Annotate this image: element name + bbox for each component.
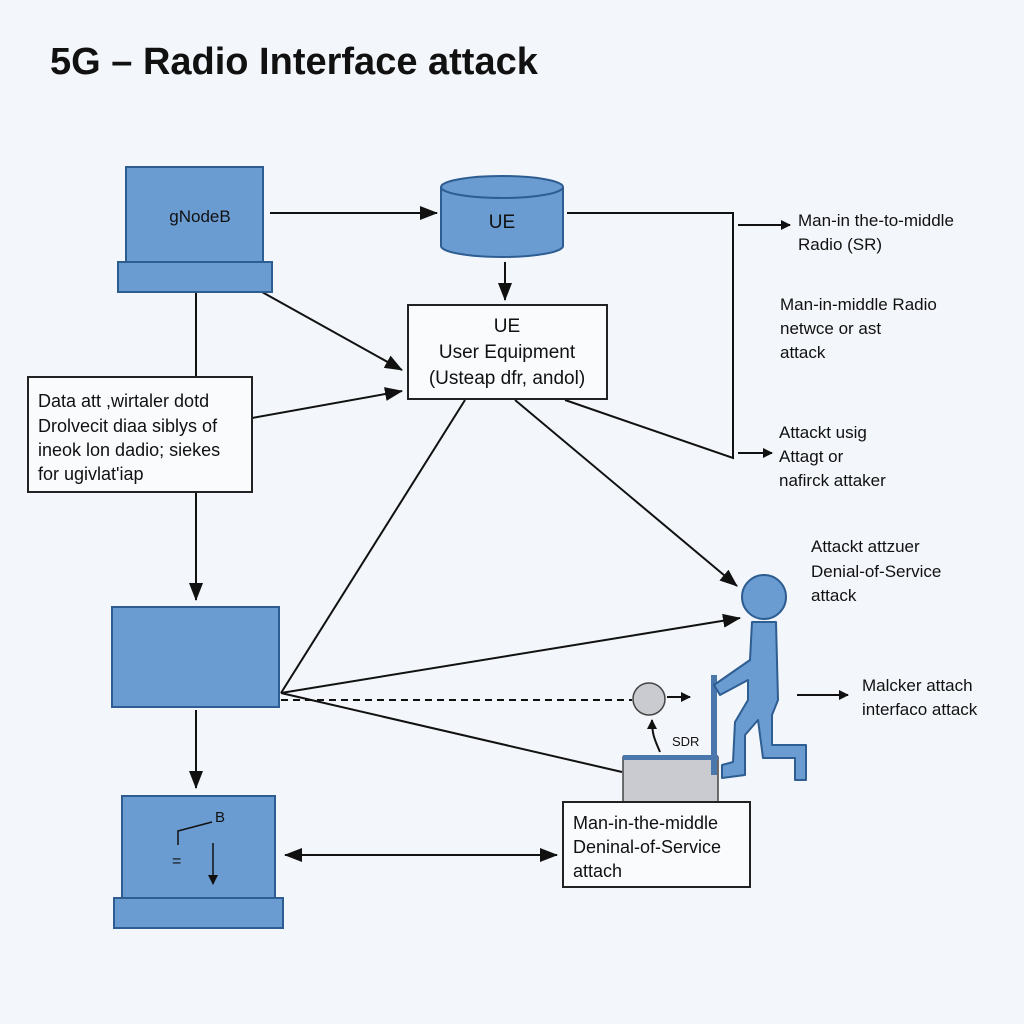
arrow-sdr-up	[647, 719, 661, 753]
annotation-line: Man-in the-to-middle	[798, 211, 954, 230]
line-ue-to-annotations	[564, 212, 734, 460]
arrow-gnodeb-to-ue-box	[261, 291, 403, 371]
arrow-ue-box-to-attacker	[514, 399, 738, 587]
arrow-node-to-attacker	[280, 613, 741, 694]
annotation-line: interfaco attack	[862, 700, 978, 719]
line-node-to-ue-box	[280, 399, 466, 694]
annotation-3: Attackt usig Attagt or nafirck attaker	[779, 423, 886, 490]
page-title: 5G – Radio Interface attack	[50, 41, 539, 83]
mitm-box-line: Deninal-of-Service	[573, 837, 721, 857]
monitor-line-icon	[177, 821, 213, 845]
data-box-line: Data att ,wirtaler dotd	[38, 391, 209, 411]
bottom-monitor-node[interactable]: B =	[113, 795, 284, 929]
annotation-line: attack	[780, 343, 826, 362]
annotation-1: Man-in the-to-middle Radio (SR)	[798, 211, 954, 254]
annotation-line: netwce or ast	[780, 319, 881, 338]
connectors	[189, 206, 849, 862]
line-node-to-sdr	[280, 692, 623, 773]
annotation-line: Attackt usig	[779, 423, 867, 442]
annotation-line: nafirck attaker	[779, 471, 886, 490]
gnodeb-node[interactable]: gNodeB	[117, 166, 273, 293]
attacker-person-icon	[711, 574, 807, 781]
ue-box-line: (Usteap dfr, andol)	[429, 368, 585, 389]
data-box-line: Drolvecit diaa siblys of	[38, 416, 218, 436]
ue-cylinder-label: UE	[489, 212, 515, 233]
annotation-4: Attackt attzuer Denial-of-Service attack	[811, 537, 941, 605]
annotation-2: Man-in-middle Radio netwce or ast attack	[780, 295, 937, 362]
ue-cylinder-node[interactable]: UE	[440, 175, 564, 258]
sdr-label: SDR	[672, 734, 699, 749]
ue-box[interactable]: UE User Equipment (Usteap dfr, andol)	[407, 304, 608, 400]
annotation-line: Radio (SR)	[798, 235, 882, 254]
mitm-box-line: attach	[573, 861, 622, 881]
mitm-box-line: Man-in-the-middle	[573, 813, 718, 833]
blue-node[interactable]	[111, 606, 280, 708]
annotation-line: Attackt attzuer	[811, 537, 920, 556]
annotation-line: attack	[811, 586, 857, 605]
data-box[interactable]: Data att ,wirtaler dotd Drolvecit diaa s…	[27, 376, 253, 493]
arrow-data-to-ue-box	[251, 387, 403, 419]
sdr-device[interactable]: SDR	[622, 682, 719, 803]
data-box-line: ineok lon dadio; siekes	[38, 440, 220, 460]
monitor-label-b: B	[215, 809, 225, 826]
ue-box-line: UE	[494, 316, 520, 337]
annotation-line: Denial-of-Service	[811, 562, 941, 581]
gnodeb-label: gNodeB	[169, 207, 230, 226]
mitm-box[interactable]: Man-in-the-middle Deninal-of-Service att…	[562, 801, 751, 888]
annotation-5: Malcker attach interfaco attack	[862, 676, 978, 719]
ue-box-line: User Equipment	[439, 342, 576, 363]
annotation-line: Man-in-middle Radio	[780, 295, 937, 314]
annotation-line: Attagt or	[779, 447, 844, 466]
data-box-line: for ugivlat'iap	[38, 464, 144, 484]
annotation-line: Malcker attach	[862, 676, 973, 695]
sdr-antenna-icon	[632, 682, 666, 716]
monitor-symbol: =	[172, 853, 181, 870]
